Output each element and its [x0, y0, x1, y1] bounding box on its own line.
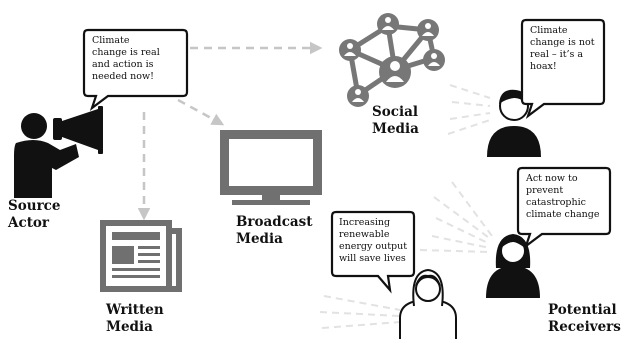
receiver-mid-bubble-text: Act now to prevent catastrophic climate …: [526, 173, 600, 220]
rays-bottom-receiver: [319, 295, 401, 329]
newspaper-icon: [100, 220, 182, 292]
social-media-label: Social Media: [372, 104, 419, 137]
rays-top-receiver: [447, 84, 491, 135]
written-media-label: Written Media: [106, 302, 164, 335]
receiver-top-bubble-text: Climate change is not real – it’s a hoax…: [530, 25, 595, 72]
source-bubble-text: Climate change is real and action is nee…: [92, 35, 160, 82]
receiver-bottom-speech-bubble: [330, 210, 416, 294]
receiver-bottom-bubble-text: Increasing renewable energy output will …: [339, 217, 408, 264]
potential-receivers-label: Potential Receivers: [548, 302, 621, 335]
person-long-hair-icon: [486, 234, 540, 298]
arrow-to-broadcast: [177, 98, 225, 126]
source-speech-bubble: [82, 28, 189, 111]
receiver-mid-speech-bubble: [516, 166, 612, 249]
source-actor-label: Source Actor: [8, 198, 61, 231]
rays-mid-receiver: [419, 181, 493, 253]
broadcast-media-label: Broadcast Media: [236, 214, 313, 247]
person-outline-icon: [399, 268, 457, 339]
tv-monitor-icon: [220, 130, 322, 205]
receiver-top-speech-bubble: [520, 18, 606, 119]
megaphone-person-icon: [14, 106, 103, 198]
social-network-icon: [339, 13, 445, 107]
